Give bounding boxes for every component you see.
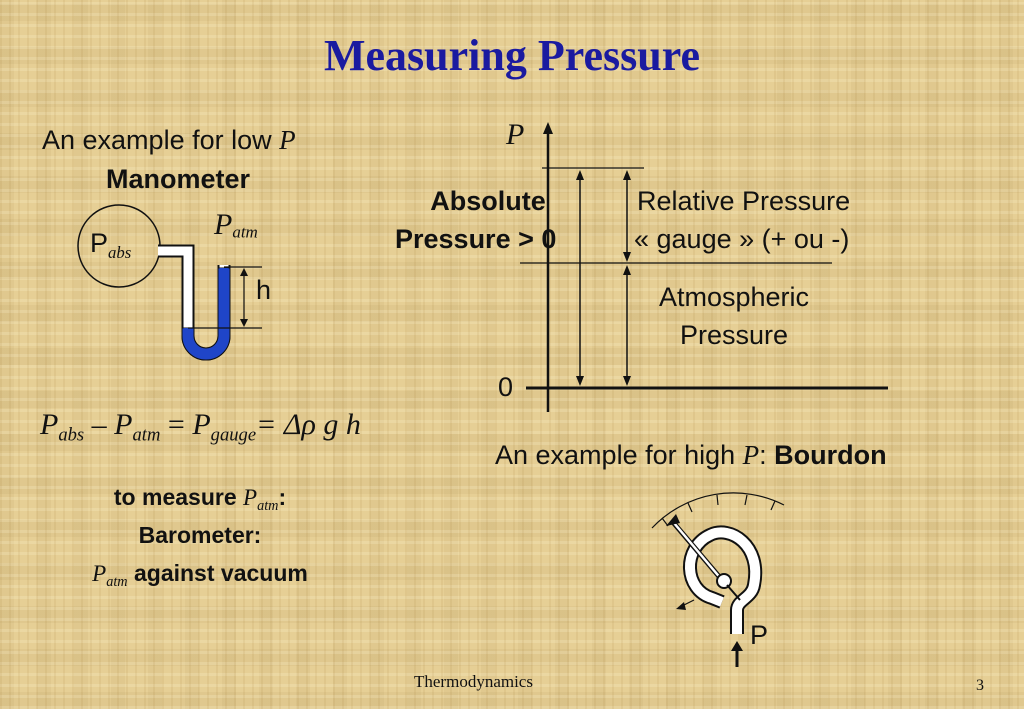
gauge-scale-arc	[651, 492, 785, 529]
page-number: 3	[976, 677, 984, 694]
bourdon-p-label: P	[750, 620, 769, 650]
manometer-intro-text: An example for low	[42, 125, 280, 155]
manometer-intro-var: P	[279, 125, 296, 155]
atmospheric-pressure-line-2: Pressure	[679, 320, 789, 350]
relative-pressure-line-1: Relative Pressure	[637, 186, 851, 216]
absolute-pressure-line-2: Pressure > 0	[395, 224, 557, 254]
atmospheric-pressure-line-1: Atmospheric	[658, 282, 810, 312]
gauge-needle	[673, 522, 723, 581]
barometer-line-3: Patm against vacuum	[92, 560, 308, 590]
bourdon-intro: An example for high P: Bourdon	[495, 440, 887, 470]
zero-label: 0	[498, 372, 514, 402]
manometer-intro: An example for low P	[42, 125, 296, 156]
p-axis-arrowhead	[543, 122, 553, 134]
barometer-line-1: to measure Patm:	[113, 484, 287, 514]
deflection-arrow-icon	[676, 602, 686, 610]
page-title: Measuring Pressure	[324, 31, 700, 80]
h-label: h	[256, 275, 272, 305]
p-axis-label: P	[506, 118, 525, 151]
bourdon-tube-inner	[685, 527, 761, 634]
manometer-fluid	[181, 267, 231, 361]
rotation-arrow-icon	[666, 514, 680, 526]
barometer-line-2: Barometer:	[138, 522, 262, 548]
absolute-pressure-line-1: Absolute	[430, 186, 546, 216]
p-atm-label: Patm	[214, 208, 258, 242]
relative-pressure-line-2: « gauge » (+ ou -)	[634, 224, 850, 254]
manometer-fluid-column	[183, 268, 229, 359]
bourdon-name: Bourdon	[774, 440, 887, 470]
bourdon-gauge	[651, 492, 785, 667]
gauge-pivot	[716, 573, 732, 589]
gauge-equation: Pabs – Patm = Pgauge= Δρ g h	[40, 408, 361, 446]
p-abs-label: Pabs	[90, 228, 132, 262]
manometer-heading: Manometer	[106, 164, 251, 194]
pressure-inlet-arrowhead	[731, 641, 743, 651]
footer-text: Thermodynamics	[414, 672, 533, 691]
